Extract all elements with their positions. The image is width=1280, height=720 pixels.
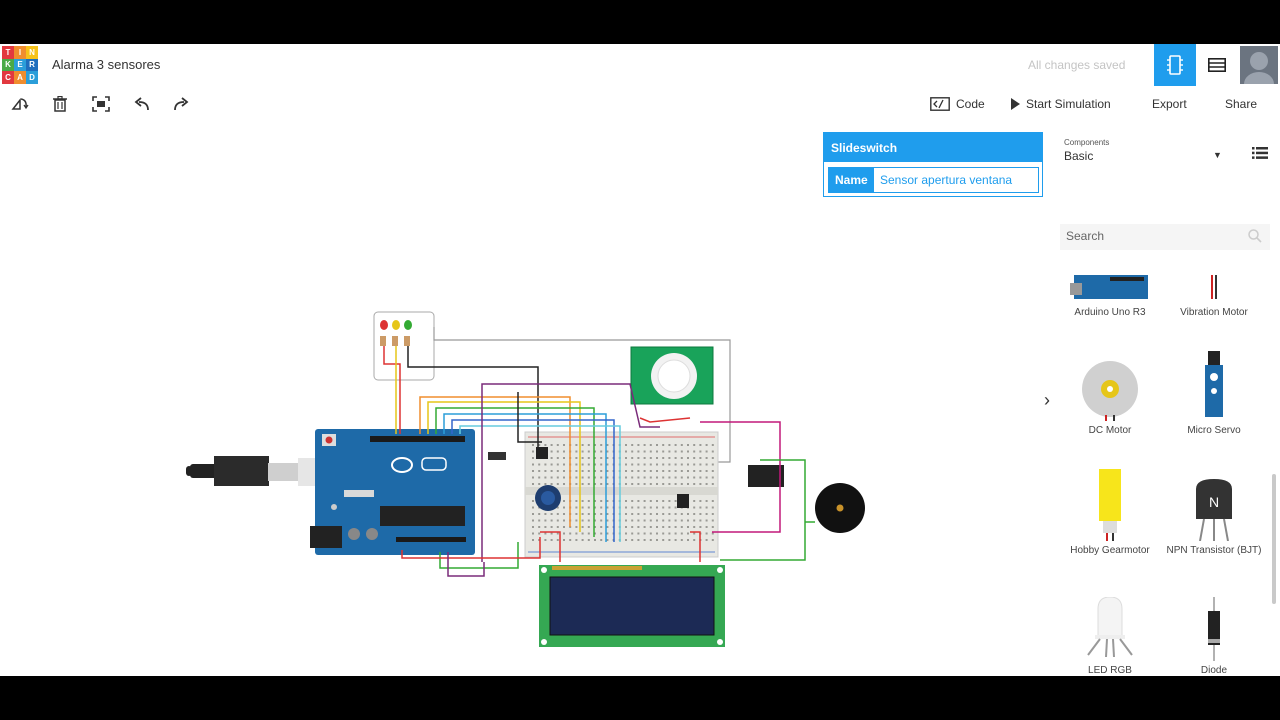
project-title[interactable]: Alarma 3 sensores — [52, 57, 161, 72]
logo-letter: D — [26, 71, 38, 84]
component-label: Hobby Gearmotor — [1070, 545, 1150, 556]
wires — [383, 346, 815, 577]
circuit-canvas[interactable] — [0, 122, 1050, 676]
search-icon[interactable] — [1248, 229, 1262, 243]
undo-button[interactable] — [132, 94, 152, 114]
pir-sensor[interactable] — [630, 346, 714, 405]
editor-toolbar: Code Start Simulation Export Share — [0, 86, 1280, 122]
name-property-row: Name Sensor apertura ventana — [828, 167, 1039, 193]
logo-letter: E — [14, 58, 26, 72]
led-group[interactable] — [373, 311, 435, 381]
code-button[interactable]: Code — [930, 97, 985, 111]
trash-icon — [53, 96, 67, 112]
logo-letter: A — [14, 71, 26, 84]
redo-icon — [174, 97, 189, 111]
component-label: Diode — [1200, 665, 1228, 676]
properties-inspector: Slideswitch Name Sensor apertura ventana — [823, 132, 1043, 197]
share-label: Share — [1225, 97, 1258, 111]
component-label: DC Motor — [1088, 425, 1132, 436]
name-property-field[interactable]: Sensor apertura ventana — [880, 173, 1013, 187]
gearmotor-icon — [1099, 469, 1121, 541]
component-label: Vibration Motor — [1180, 307, 1248, 318]
component-list-view-button[interactable] — [1196, 44, 1238, 86]
component-label: LED RGB — [1088, 665, 1132, 676]
piezo-buzzer[interactable] — [815, 483, 865, 533]
components-caption: Components — [1064, 138, 1110, 147]
component-led-rgb[interactable]: LED RGB — [1060, 589, 1160, 676]
npn-transistor-icon: N — [1196, 479, 1232, 541]
logo-letter: C — [2, 71, 14, 84]
tmp-sensor[interactable] — [536, 447, 548, 459]
chevron-down-icon[interactable]: ▼ — [1213, 150, 1222, 160]
name-property-label: Name — [829, 168, 874, 192]
undo-icon — [134, 97, 149, 111]
top-bar: T I N K E R C A D Alarma 3 sensores All … — [0, 44, 1280, 86]
components-panel: Components Basic ▼ — [1056, 122, 1280, 676]
save-status: All changes saved — [1028, 58, 1126, 72]
component-label: Arduino Uno R3 — [1074, 307, 1146, 318]
rotate-button[interactable] — [10, 94, 30, 114]
component-hobby-gearmotor[interactable]: Hobby Gearmotor — [1060, 469, 1160, 557]
fit-view-icon — [92, 96, 110, 112]
component-label: NPN Transistor (BJT) — [1166, 545, 1262, 556]
user-icon — [1240, 46, 1278, 84]
search-box — [1060, 224, 1270, 250]
play-icon — [1011, 98, 1020, 110]
circuit-view-button[interactable] — [1154, 44, 1196, 86]
fit-view-button[interactable] — [91, 94, 111, 114]
logo-letter: T — [2, 46, 14, 59]
tinkercad-app: T I N K E R C A D Alarma 3 sensores All … — [0, 44, 1280, 676]
component-micro-servo[interactable]: Micro Servo — [1164, 349, 1264, 437]
vibration-motor-icon — [1211, 275, 1217, 299]
components-dropdown[interactable]: Basic — [1064, 149, 1094, 163]
start-simulation-button[interactable]: Start Simulation — [1010, 97, 1111, 111]
logo-letter: R — [26, 58, 38, 72]
share-button[interactable]: Share — [1225, 97, 1257, 111]
lcd-display[interactable] — [539, 565, 725, 647]
slideswitch-component[interactable] — [488, 452, 506, 460]
panel-scrollbar[interactable] — [1268, 264, 1278, 676]
logo-letter: N — [26, 46, 38, 59]
diode-icon — [1208, 597, 1220, 661]
table-icon — [1208, 58, 1226, 72]
code-label: Code — [956, 97, 985, 111]
relay-module[interactable] — [748, 465, 784, 487]
arduino-icon — [1070, 275, 1148, 299]
micro-servo-icon — [1205, 351, 1223, 417]
logo-letter: I — [14, 46, 26, 59]
svg-text:N: N — [1209, 494, 1219, 510]
component-dc-motor[interactable]: DC Motor — [1060, 349, 1160, 437]
potentiometer[interactable] — [535, 485, 561, 511]
export-button[interactable]: Export — [1152, 97, 1187, 111]
arduino-board[interactable] — [310, 429, 475, 555]
components-grid: Arduino Uno R3 Vibration Motor — [1060, 265, 1270, 676]
dc-motor-icon — [1082, 361, 1138, 421]
code-icon — [930, 97, 950, 111]
rotate-icon — [11, 97, 29, 110]
export-label: Export — [1152, 97, 1187, 111]
component-label: Micro Servo — [1187, 425, 1241, 436]
delete-button[interactable] — [50, 94, 70, 114]
start-simulation-label: Start Simulation — [1026, 97, 1111, 111]
component-diode[interactable]: Diode — [1164, 589, 1264, 676]
scrollbar-thumb[interactable] — [1272, 474, 1276, 604]
collapse-panel-arrow-icon[interactable]: › — [1044, 390, 1050, 410]
logo-letter: K — [2, 58, 14, 72]
tinkercad-logo[interactable]: T I N K E R C A D — [2, 46, 38, 84]
inspector-title: Slideswitch — [824, 133, 1042, 162]
component-npn-transistor[interactable]: N NPN Transistor (BJT) — [1164, 469, 1264, 557]
redo-button[interactable] — [171, 94, 191, 114]
circuit-drawing — [186, 311, 865, 647]
user-avatar[interactable] — [1240, 46, 1278, 84]
component-vibration-motor[interactable]: Vibration Motor — [1164, 265, 1264, 319]
list-view-icon[interactable] — [1252, 146, 1268, 164]
search-input[interactable] — [1066, 229, 1236, 243]
transistor-component[interactable] — [677, 494, 689, 508]
circuit-board-icon — [1167, 55, 1183, 75]
component-arduino-uno[interactable]: Arduino Uno R3 — [1060, 265, 1160, 319]
led-rgb-icon — [1087, 597, 1133, 658]
